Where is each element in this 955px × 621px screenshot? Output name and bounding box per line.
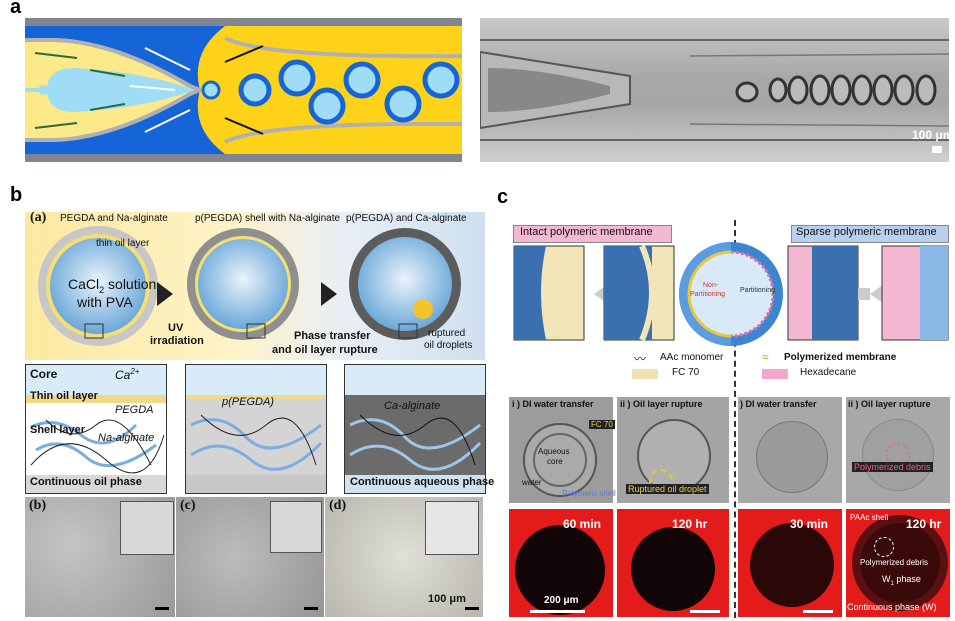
label-ca2: Ca2+ bbox=[115, 367, 140, 382]
label-core: Core bbox=[30, 367, 58, 381]
label-c-i2: ) DI water transfer bbox=[740, 399, 817, 409]
sub-label-a: (a) bbox=[30, 210, 47, 225]
label-with-pva: with PVA bbox=[77, 294, 133, 310]
label-c-ii1: ii ) Oil layer rupture bbox=[620, 399, 703, 409]
panel-label-a: a bbox=[10, 0, 22, 18]
label-ruptured: ruptured bbox=[428, 328, 466, 339]
scale-bar-c2 bbox=[690, 610, 720, 613]
panel-label-b: b bbox=[10, 184, 23, 206]
membrane-schematic bbox=[513, 242, 949, 346]
legend-aac: AAc monomer bbox=[660, 352, 724, 363]
panel-a-schematic bbox=[25, 18, 463, 162]
legend-fc70-swatch bbox=[632, 369, 658, 379]
label-ppegda: p(PEGDA) bbox=[222, 396, 274, 408]
label-thin-oil: thin oil layer bbox=[96, 238, 150, 249]
label-uv: UV bbox=[168, 322, 184, 334]
label-aqueous: Aqueous bbox=[538, 447, 570, 456]
label-pegda-na: PEGDA and Na-alginate bbox=[60, 213, 168, 224]
label-rupt-oil: Ruptured oil droplet bbox=[626, 484, 709, 494]
label-core-cacl2: CaCl2 solution bbox=[68, 276, 157, 295]
label-cont-w: Continuous phase (W) bbox=[847, 602, 937, 612]
label-paac: PAAc shell bbox=[850, 513, 889, 522]
label-oil-rupture: and oil layer rupture bbox=[272, 344, 378, 356]
legend-hex: Hexadecane bbox=[800, 367, 857, 378]
micrograph-droplets bbox=[479, 39, 950, 141]
scale-bar-c1 bbox=[530, 610, 585, 613]
scale-bar-c3 bbox=[803, 610, 833, 613]
label-oil-droplets: oil droplets bbox=[424, 340, 473, 351]
label-cont-aq: Continuous aqueous phase bbox=[350, 476, 495, 488]
label-na-alginate: Na-alginate bbox=[98, 432, 155, 444]
panel-b-capsules bbox=[38, 226, 461, 346]
fluor-c3 bbox=[738, 509, 842, 617]
fluor-c2 bbox=[617, 509, 729, 617]
label-sparse: Sparse polymeric membrane bbox=[796, 226, 937, 238]
scale-label-a: 100 μm bbox=[912, 128, 954, 142]
fluor-c4 bbox=[846, 509, 950, 617]
micro-c4 bbox=[846, 397, 950, 503]
micrograph-b1 bbox=[25, 497, 175, 617]
label-120hr-2: 120 hr bbox=[906, 517, 942, 531]
detail-box-1 bbox=[25, 364, 167, 494]
label-200um: 200 μm bbox=[544, 595, 579, 606]
label-ca-alg: p(PEGDA) and Ca-alginate bbox=[346, 213, 467, 224]
legend-fc70: FC 70 bbox=[672, 367, 700, 378]
label-thin-oil-layer: Thin oil layer bbox=[30, 390, 98, 402]
label-120hr-1: 120 hr bbox=[672, 517, 708, 531]
label-non-partitioning: Partitioning bbox=[690, 291, 726, 298]
label-cont-oil: Continuous oil phase bbox=[30, 476, 142, 488]
label-ca-alginate: Ca-alginate bbox=[384, 400, 441, 412]
panel-label-c: c bbox=[497, 186, 509, 208]
label-poly-debris-f: Polymerized debris bbox=[860, 558, 929, 567]
label-w1: W1 phase bbox=[882, 574, 921, 587]
detail-box-3 bbox=[344, 364, 486, 494]
scale-bar-a bbox=[932, 146, 942, 153]
detail-box-2 bbox=[185, 364, 327, 494]
label-c-ii2: ii ) Oil layer rupture bbox=[848, 399, 931, 409]
label-intact: Intact polymeric membrane bbox=[520, 226, 653, 238]
label-shell-na: p(PEGDA) shell with Na-alginate bbox=[195, 213, 341, 224]
scale-label-b: 100 μm bbox=[428, 593, 466, 605]
debris-circle bbox=[874, 537, 894, 557]
sub-label-b: (b) bbox=[29, 498, 47, 513]
microfluidic-schematic bbox=[25, 18, 463, 162]
sub-label-d: (d) bbox=[329, 498, 347, 513]
label-60min: 60 min bbox=[563, 517, 602, 531]
label-poly-shell: Polymeric shell bbox=[562, 489, 616, 498]
label-non: Non- bbox=[703, 282, 719, 289]
shell-fibers-1 bbox=[26, 419, 166, 493]
panel-c-divider bbox=[734, 220, 736, 618]
legend-hex-swatch bbox=[762, 369, 788, 379]
label-water: water bbox=[522, 478, 542, 487]
label-irradiation: irradiation bbox=[150, 335, 204, 347]
label-partitioning: Partitioning bbox=[740, 287, 776, 294]
label-fc70-micro: FC 70 bbox=[589, 420, 615, 429]
label-pegda: PEGDA bbox=[115, 404, 154, 416]
panel-a-micrograph: 100 μm bbox=[479, 18, 953, 162]
legend-aac-icon: 〰 bbox=[634, 352, 647, 366]
sub-label-c: (c) bbox=[180, 498, 196, 513]
intact-header bbox=[513, 225, 672, 243]
shell-fibers-3 bbox=[345, 414, 485, 493]
shell-fibers-2 bbox=[186, 414, 326, 493]
label-poly-debris: Polymerized debris bbox=[852, 462, 933, 472]
label-phase-transfer: Phase transfer bbox=[294, 330, 371, 342]
micro-c1 bbox=[509, 397, 613, 503]
label-core-c: core bbox=[547, 457, 563, 466]
micro-c3 bbox=[738, 397, 842, 503]
fluor-c1 bbox=[509, 509, 613, 617]
micrograph-b3 bbox=[325, 497, 483, 617]
sparse-header bbox=[791, 225, 949, 243]
legend-poly-icon: ≈ bbox=[762, 350, 769, 364]
label-shell-layer: Shell layer bbox=[30, 424, 86, 436]
legend-poly: Polymerized membrane bbox=[784, 352, 897, 363]
label-30min: 30 min bbox=[790, 517, 829, 531]
label-c-i1: i ) DI water transfer bbox=[512, 399, 594, 409]
micrograph-b2 bbox=[176, 497, 324, 617]
